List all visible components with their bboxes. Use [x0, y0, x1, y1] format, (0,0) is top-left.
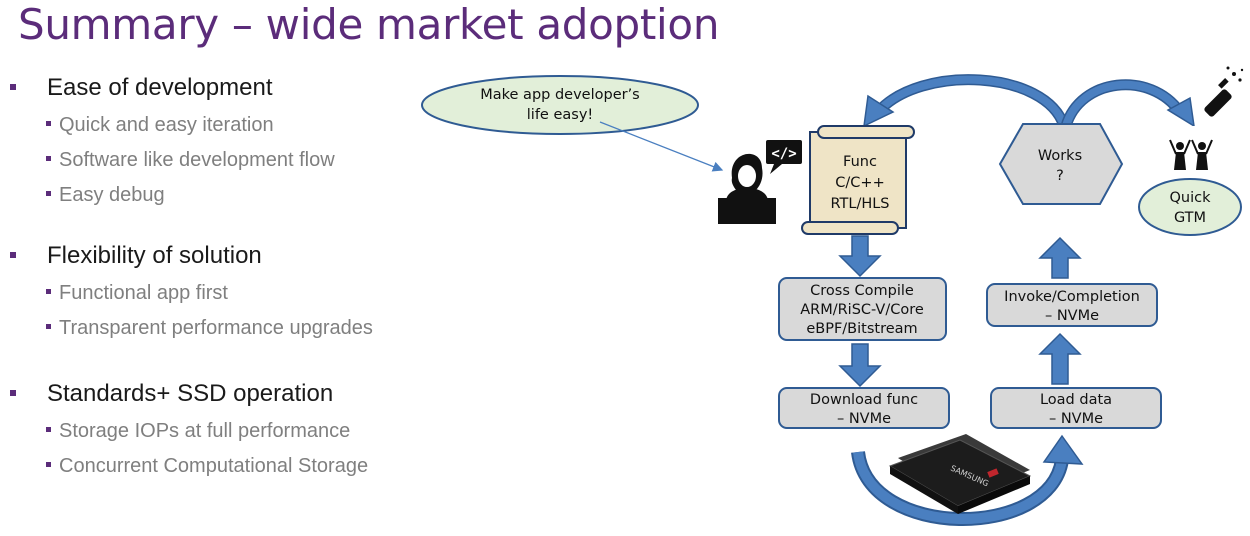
- svg-text:life easy!: life easy!: [527, 107, 593, 123]
- svg-text:eBPF/Bitstream: eBPF/Bitstream: [806, 321, 917, 337]
- svg-text:ARM/RiSC-V/Core: ARM/RiSC-V/Core: [800, 302, 924, 318]
- section-heading: Ease of development: [47, 74, 273, 101]
- load-data-box: Load data – NVMe: [990, 387, 1162, 429]
- connector-line: [599, 121, 724, 172]
- section-heading: Flexibility of solution: [47, 242, 262, 269]
- quick-gtm-bubble: Quick GTM: [1138, 178, 1242, 236]
- svg-text:Invoke/Completion: Invoke/Completion: [1004, 289, 1140, 305]
- svg-text:Make app developer’s: Make app developer’s: [480, 87, 640, 103]
- success-arrow: [1060, 79, 1195, 128]
- list-item: Storage IOPs at full performance: [46, 420, 350, 443]
- func-scroll: Func C/C++ RTL/HLS: [801, 125, 915, 235]
- svg-text:Load data: Load data: [1040, 392, 1112, 408]
- champagne-icon: [1204, 66, 1244, 117]
- slide-title: Summary – wide market adoption: [18, 0, 720, 49]
- svg-text:Func: Func: [843, 154, 877, 170]
- up-arrow: [1038, 236, 1082, 279]
- download-func-box: Download func – NVMe: [778, 387, 950, 429]
- list-item: Software like development flow: [46, 149, 335, 172]
- svg-text:– NVMe: – NVMe: [1045, 308, 1099, 324]
- down-arrow: [838, 235, 882, 278]
- bullet-marker: [10, 84, 16, 90]
- svg-text:GTM: GTM: [1174, 210, 1206, 226]
- up-arrow: [1038, 332, 1082, 385]
- svg-text:C/C++: C/C++: [835, 175, 884, 191]
- svg-text:– NVMe: – NVMe: [837, 411, 891, 427]
- svg-text:Cross Compile: Cross Compile: [810, 283, 914, 299]
- cross-compile-box: Cross Compile ARM/RiSC-V/Core eBPF/Bitst…: [778, 277, 947, 341]
- list-item: Concurrent Computational Storage: [46, 455, 368, 478]
- works-hexagon: Works ?: [998, 123, 1124, 205]
- code-icon: </>: [771, 146, 796, 162]
- svg-text:?: ?: [1056, 168, 1064, 184]
- svg-text:– NVMe: – NVMe: [1049, 411, 1103, 427]
- list-item: Easy debug: [46, 184, 165, 207]
- down-arrow: [838, 343, 882, 388]
- developer-icon: </>: [718, 140, 802, 224]
- ssd-image: SAMSUNG: [888, 434, 1032, 514]
- speech-bubble: Make app developer’s life easy!: [421, 75, 699, 135]
- list-item: Transparent performance upgrades: [46, 317, 373, 340]
- bullet-marker: [10, 252, 16, 258]
- list-item: Quick and easy iteration: [46, 114, 274, 137]
- svg-text:Works: Works: [1038, 148, 1082, 164]
- svg-text:Quick: Quick: [1169, 190, 1211, 206]
- bullet-marker: [10, 390, 16, 396]
- list-item: Functional app first: [46, 282, 228, 305]
- return-arrow: [863, 74, 1070, 129]
- invoke-completion-box: Invoke/Completion – NVMe: [986, 283, 1158, 327]
- people-celebrating-icon: [1162, 126, 1220, 176]
- section-heading: Standards+ SSD operation: [47, 380, 334, 407]
- svg-text:RTL/HLS: RTL/HLS: [830, 196, 889, 212]
- ssd-loop-arrow: [851, 434, 1084, 526]
- svg-text:Download func: Download func: [810, 392, 918, 408]
